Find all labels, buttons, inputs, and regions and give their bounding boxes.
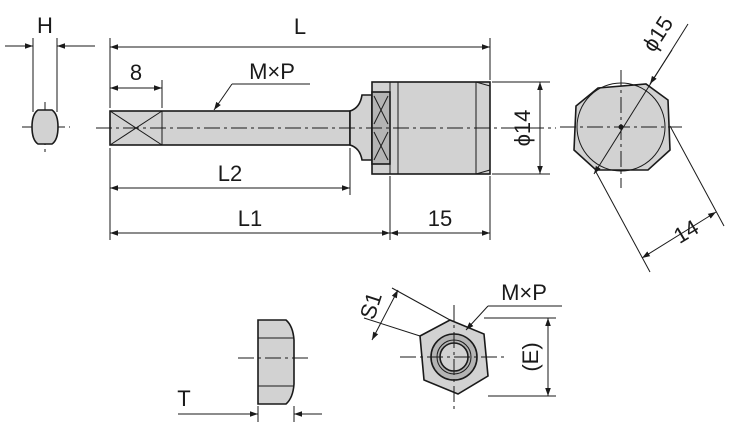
shaft-end-view bbox=[5, 38, 95, 154]
nut-side-view bbox=[178, 319, 322, 422]
shaft-side-view bbox=[96, 81, 556, 175]
dim-label-l1: L1 bbox=[238, 206, 262, 231]
dim-label-mxp-top: M×P bbox=[249, 59, 295, 84]
thread-leader bbox=[213, 83, 310, 111]
dim-8 bbox=[110, 80, 163, 108]
dim-l1 bbox=[109, 148, 491, 240]
dim-label-l: L bbox=[294, 14, 306, 39]
dim-l2 bbox=[110, 148, 351, 195]
nut-front-view bbox=[363, 287, 562, 410]
dim-label-phi14: ϕ14 bbox=[510, 110, 535, 147]
dim-label-mxp-nut: M×P bbox=[501, 280, 547, 305]
dim-label-8: 8 bbox=[130, 60, 142, 85]
dim-label-l2: L2 bbox=[218, 161, 242, 186]
dim-label-15: 15 bbox=[428, 206, 452, 231]
dim-label-h: H bbox=[37, 13, 53, 38]
dim-phi14 bbox=[492, 81, 550, 175]
dim-l bbox=[109, 38, 491, 108]
dim-label-e: (E) bbox=[518, 342, 543, 371]
dim-label-s1: S1 bbox=[355, 289, 387, 322]
hex-end-view bbox=[560, 23, 725, 273]
dim-label-14: 14 bbox=[669, 215, 703, 249]
dim-label-t: T bbox=[177, 386, 190, 411]
